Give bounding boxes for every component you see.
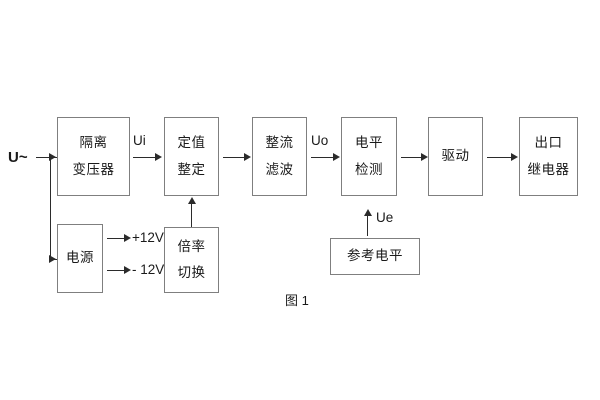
block-setpoint-adjust-line2: 整定 <box>177 161 206 177</box>
block-isolation-transformer-line2: 变压器 <box>72 161 115 177</box>
block-setpoint-adjust-line1: 定值 <box>177 135 206 151</box>
arrow-drive-to-relay <box>511 153 518 161</box>
block-rectify-filter-line1: 整流 <box>265 135 294 151</box>
block-power-supply[interactable]: 电源 <box>57 224 103 293</box>
block-output-relay-line1: 出口 <box>534 135 563 151</box>
signal-label-ue: Ue <box>376 210 394 225</box>
arrow-rectify-to-level <box>333 153 340 161</box>
arrow-rail-positive <box>124 234 131 242</box>
block-isolation-transformer-line1: 隔离 <box>79 135 108 151</box>
wire-rail-negative <box>107 270 125 271</box>
block-level-detection[interactable]: 电平 检测 <box>341 117 397 196</box>
wire-multiplier-to-setpoint <box>191 203 192 227</box>
input-branch-power-arrow <box>49 255 56 263</box>
signal-label-ui: Ui <box>133 133 146 148</box>
block-output-relay[interactable]: 出口 继电器 <box>519 117 578 196</box>
block-reference-level[interactable]: 参考电平 <box>330 238 420 275</box>
wire-drive-to-relay <box>487 157 512 158</box>
rail-label-negative: - 12V <box>132 262 165 277</box>
input-source-label: U~ <box>8 149 28 166</box>
block-setpoint-adjust[interactable]: 定值 整定 <box>164 117 219 196</box>
block-rectify-filter-line2: 滤波 <box>265 161 294 177</box>
block-level-detection-line2: 检测 <box>355 161 383 177</box>
input-wire-horizontal <box>36 157 50 158</box>
block-output-relay-line2: 继电器 <box>527 161 570 177</box>
figure-caption: 图 1 <box>285 293 309 308</box>
wire-reference-to-level <box>367 215 368 236</box>
wire-rail-positive <box>107 238 125 239</box>
input-wire-vertical <box>50 157 51 259</box>
block-multiplier-switch[interactable]: 倍率 切换 <box>164 227 219 293</box>
arrow-multiplier-to-setpoint <box>188 197 196 204</box>
block-drive-line1: 驱动 <box>441 148 470 164</box>
block-level-detection-line1: 电平 <box>355 135 383 151</box>
wire-transformer-to-setpoint <box>133 157 156 158</box>
block-rectify-filter[interactable]: 整流 滤波 <box>252 117 307 196</box>
arrow-level-to-drive <box>421 153 428 161</box>
signal-label-uo: Uo <box>311 133 329 148</box>
block-multiplier-switch-line2: 切换 <box>177 265 206 280</box>
block-power-supply-line1: 电源 <box>66 250 94 266</box>
arrow-setpoint-to-rectify <box>244 153 251 161</box>
arrow-transformer-to-setpoint <box>155 153 162 161</box>
block-isolation-transformer[interactable]: 隔离 变压器 <box>57 117 130 196</box>
block-drive[interactable]: 驱动 <box>428 117 483 196</box>
arrow-rail-negative <box>124 266 131 274</box>
wire-setpoint-to-rectify <box>223 157 245 158</box>
wire-level-to-drive <box>401 157 422 158</box>
arrow-reference-to-level <box>364 209 372 216</box>
block-multiplier-switch-line1: 倍率 <box>177 238 206 254</box>
wire-rectify-to-level <box>311 157 334 158</box>
rail-label-positive: +12V <box>132 230 164 245</box>
block-reference-level-line1: 参考电平 <box>347 248 403 264</box>
input-branch-transformer-arrow <box>49 153 56 161</box>
